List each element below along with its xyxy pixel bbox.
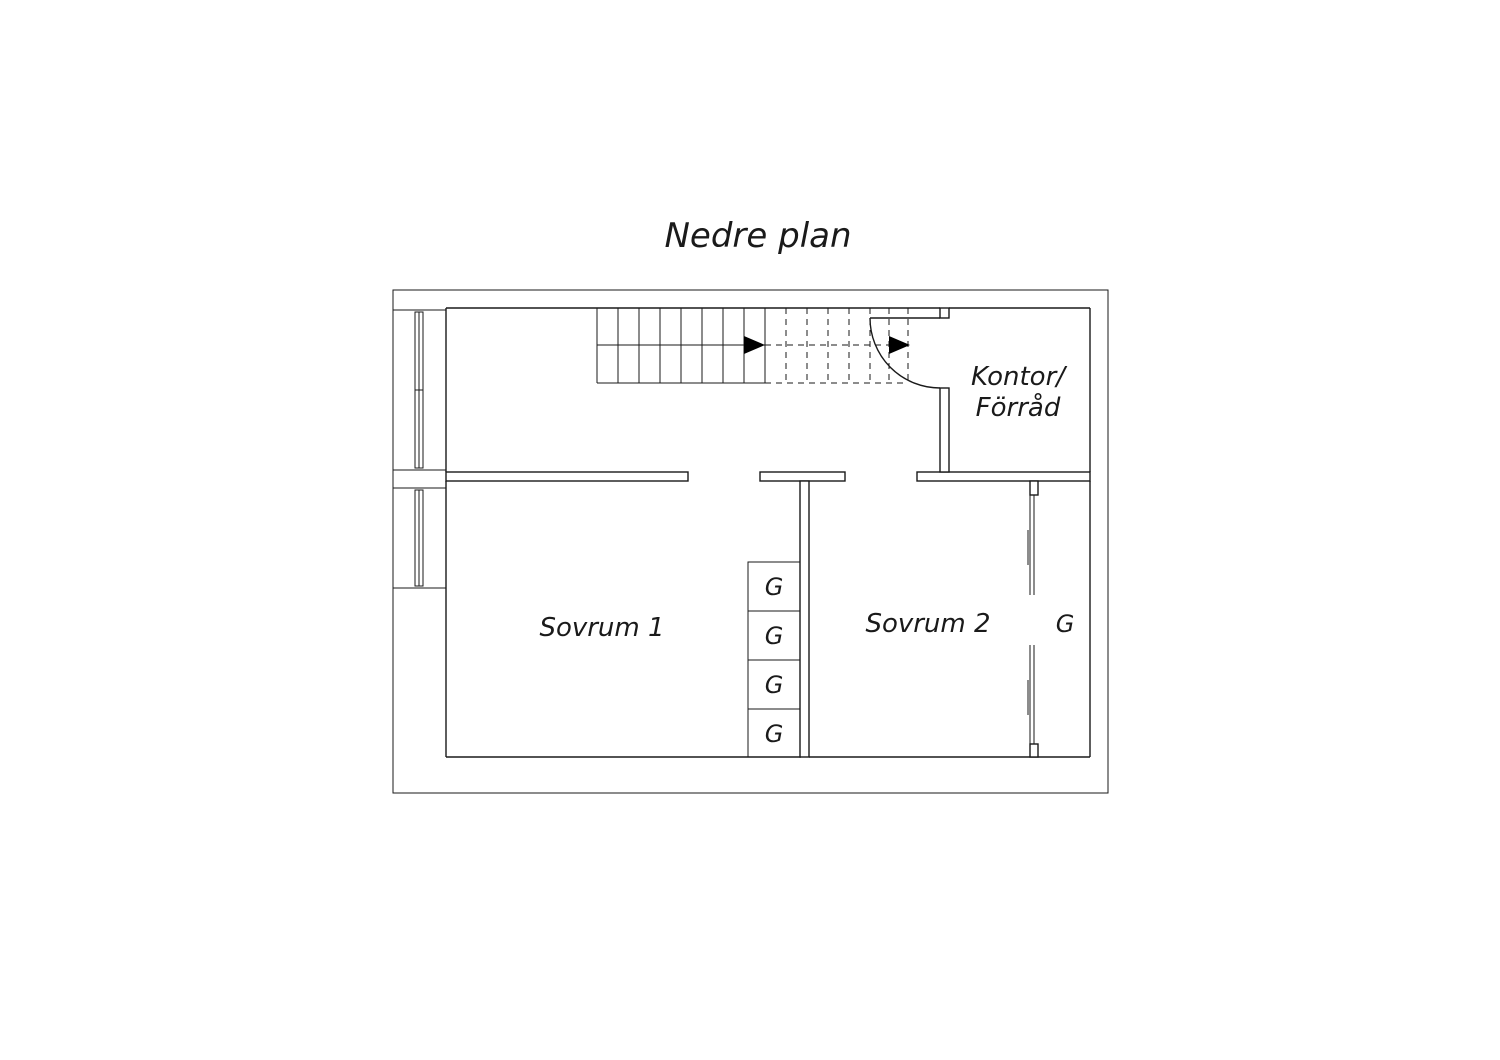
office-door-arc bbox=[869, 317, 941, 389]
staircase bbox=[596, 308, 910, 384]
wardrobe-label: G bbox=[765, 622, 784, 650]
bedroom-2: Sovrum 2 G bbox=[809, 480, 1091, 758]
wardrobe-label: G bbox=[765, 671, 784, 699]
office-label-2: Förråd bbox=[976, 392, 1061, 423]
plan-title: Nedre plan bbox=[664, 216, 851, 256]
bedroom-1: Sovrum 1 G G G G bbox=[445, 480, 810, 758]
bedroom-1-label: Sovrum 1 bbox=[539, 613, 664, 643]
outer-boundary bbox=[392, 289, 1109, 794]
stair-arrow-icon bbox=[744, 336, 765, 354]
bedroom-2-label: Sovrum 2 bbox=[865, 609, 990, 639]
office-room: Kontor/ Förråd bbox=[869, 307, 1091, 473]
wardrobe-label: G bbox=[765, 573, 784, 601]
left-windows bbox=[393, 309, 446, 589]
closet-label: G bbox=[1056, 610, 1075, 638]
stair-arrow-icon bbox=[889, 336, 910, 354]
hall-walls bbox=[445, 307, 1091, 482]
wardrobe bbox=[747, 708, 801, 758]
wardrobe-label: G bbox=[765, 720, 784, 748]
office-label-1: Kontor/ bbox=[971, 362, 1068, 392]
